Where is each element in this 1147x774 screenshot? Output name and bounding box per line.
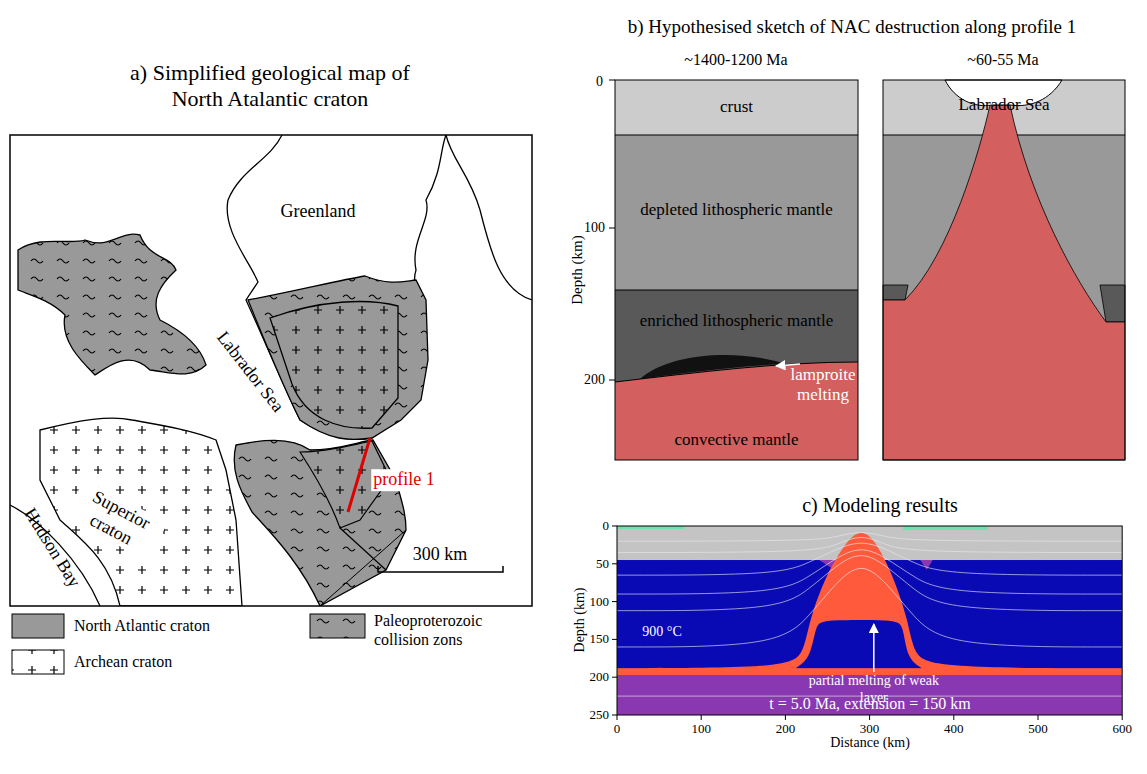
legend-swatch: [12, 650, 64, 674]
figure-label: 50: [596, 556, 609, 572]
collision-zone-pattern: [248, 276, 428, 439]
figure-label: 100: [691, 721, 711, 737]
figure-label: 900 °C: [642, 624, 681, 641]
collision-zone-pattern: [234, 440, 406, 606]
panel-title: a) Simplified geological map of North At…: [105, 60, 435, 113]
model-field: [903, 526, 987, 530]
layer-boundary: [615, 135, 858, 382]
model-panel: [612, 526, 1122, 720]
craton-area: [234, 440, 406, 606]
lamproite-lens: [640, 355, 786, 379]
figure-label: 600: [1112, 721, 1132, 737]
legend-swatch: [12, 614, 64, 638]
figure-label: 300: [860, 721, 880, 737]
archean-pattern: [270, 302, 398, 429]
plot-frame: [617, 526, 1122, 715]
legend-text: North Atlantic craton: [74, 616, 210, 635]
map-ground: [10, 135, 532, 606]
model-field: [617, 568, 1122, 647]
enriched-layer: [883, 285, 908, 300]
figure-label: 0: [603, 518, 610, 534]
layer-band: crust: [615, 80, 858, 135]
layer-name: crust: [720, 95, 753, 120]
figure-label: 200: [590, 669, 610, 685]
scale-bar: [378, 566, 503, 572]
figure-label: Greenland: [281, 201, 356, 223]
sketch-panels: [609, 80, 1125, 460]
figure-label: ~60-55 Ma: [967, 50, 1038, 69]
legend-pattern: [310, 614, 365, 638]
figure-label: Superior craton: [64, 479, 167, 561]
figure-label: t = 5.0 Ma, extension = 150 km: [769, 694, 971, 713]
layer-band: [883, 80, 1125, 460]
map: [10, 135, 532, 606]
legend-text: Archean craton: [74, 652, 172, 671]
legend-pattern: [12, 650, 64, 674]
model-field: [617, 526, 1122, 715]
enriched-layer: [1100, 285, 1125, 322]
figure-label: 500: [1028, 721, 1048, 737]
upwelling-mantle: [883, 105, 1125, 460]
collision-zone-pattern: [18, 234, 206, 375]
figure-label: Depth (km): [572, 588, 589, 653]
leader-arrow: [873, 624, 875, 672]
layer-name: convective mantle: [674, 428, 798, 453]
figure-label: 0: [596, 74, 603, 91]
zone-boundary: [320, 530, 406, 606]
layer-name: enriched lithospheric mantle: [640, 309, 834, 334]
layer-band: depleted lithospheric mantle: [615, 150, 858, 270]
layer-band: [615, 135, 858, 290]
layer-name: Labrador Sea: [958, 93, 1049, 118]
figure-label: 300 km: [413, 544, 468, 566]
layer-band: [615, 80, 858, 135]
figure-label: lamproite melting: [785, 365, 861, 406]
figure-label: 250: [590, 707, 610, 723]
figure-label: ~1400-1200 Ma: [684, 50, 787, 69]
figure-label: Distance (km): [830, 735, 910, 752]
model-field: [617, 533, 1122, 542]
figure-label: profile 1: [371, 469, 436, 491]
panel-title: c) Modeling results: [802, 493, 958, 517]
figure-label: 200: [776, 721, 796, 737]
archean-area: [270, 302, 398, 429]
panel-title: b) Hypothesised sketch of NAC destructio…: [628, 16, 1077, 39]
model-field: [617, 550, 1122, 594]
legend-swatch: [310, 614, 365, 638]
legend-text: Paleoproterozoic collision zons: [374, 611, 524, 649]
figure-label: 200: [584, 372, 605, 389]
model-field: [617, 533, 1122, 675]
layer-band: convective mantle: [625, 422, 848, 458]
model-field: [617, 556, 1122, 611]
figure-label: 400: [944, 721, 964, 737]
craton-area: [248, 276, 428, 439]
coastline: [446, 135, 532, 300]
zone-boundary: [340, 528, 386, 570]
map-frame: [10, 135, 532, 606]
basin-label-box: Labrador Sea: [952, 80, 1056, 130]
figure-label: 150: [590, 632, 610, 648]
model-field: [617, 537, 1122, 552]
figure-label: 100: [590, 594, 610, 610]
layer-name: depleted lithospheric mantle: [640, 198, 833, 223]
figure-label: Labrador Sea: [212, 327, 288, 416]
layer-band: enriched lithospheric mantle: [625, 292, 848, 350]
layer-band: [883, 80, 1125, 460]
axis-ticks: [612, 526, 1122, 720]
profile-line: [348, 438, 370, 512]
legend: [12, 614, 365, 674]
axis-ticks: [609, 80, 615, 380]
figure-label: Depth (km): [568, 235, 586, 305]
figure-label: 0: [614, 721, 621, 737]
figure-label: 100: [584, 220, 605, 237]
craton-area: [18, 234, 206, 375]
